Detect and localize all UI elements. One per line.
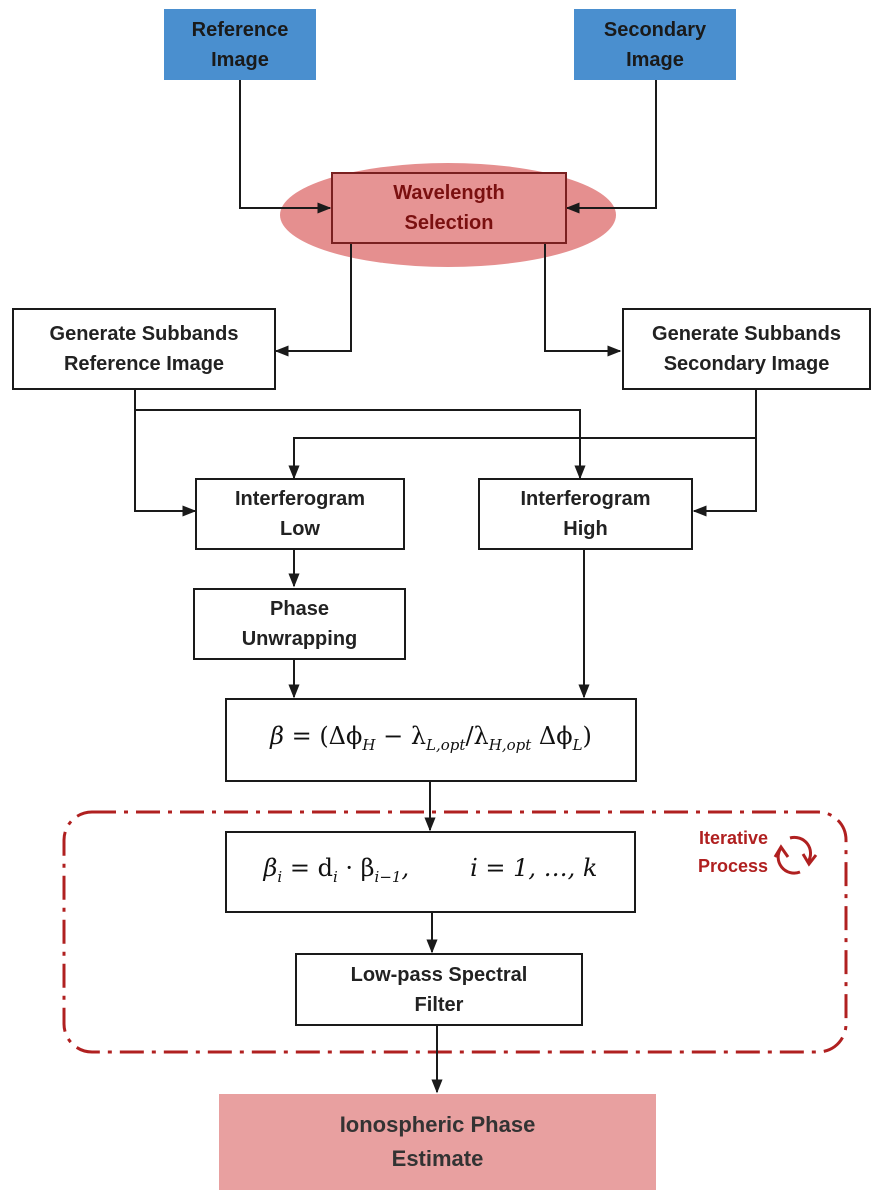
lowpass-filter-node: Low-pass Spectral Filter [295,953,583,1026]
beta-equation: β = (ΔϕH − λL,opt/λH,opt ΔϕL) [270,721,592,754]
arrow-subbands-sec-to-low [288,390,757,480]
arrow-subbands-ref-to-low [134,390,197,517]
interferogram-low-node: Interferogram Low [195,478,405,550]
phase-unwrapping-node: Phase Unwrapping [193,588,406,660]
arrow-selection-to-subbands-reference [274,243,352,357]
secondary-image-node: Secondary Image [574,9,736,80]
subbands-secondary-node: Generate Subbands Secondary Image [622,308,871,390]
arrow-secondary-to-selection [565,80,657,214]
arrow-subbands-sec-to-high [692,438,757,517]
ionospheric-estimate-node: Ionospheric Phase Estimate [219,1094,656,1190]
arrow-subbands-ref-to-high [135,409,586,480]
interferogram-high-node: Interferogram High [478,478,693,550]
refresh-cycle-icon [773,835,818,875]
beta-i-equation-node: βi = di · βi−1, i = 1, …, k [225,831,636,913]
subbands-reference-node: Generate Subbands Reference Image [12,308,276,390]
wavelength-selection-node: Wavelength Selection [331,172,567,244]
beta-equation-node: β = (ΔϕH − λL,opt/λH,opt ΔϕL) [225,698,637,782]
reference-image-node: Reference Image [164,9,316,80]
connectors [134,80,757,1094]
arrow-reference-to-selection [239,80,332,214]
iterative-loop-boundary [62,810,848,1054]
beta-i-equation: βi = di · βi−1, i = 1, …, k [263,853,598,886]
arrow-selection-to-subbands-secondary [544,243,622,357]
iterative-process-label: Iterative Process [697,828,768,876]
